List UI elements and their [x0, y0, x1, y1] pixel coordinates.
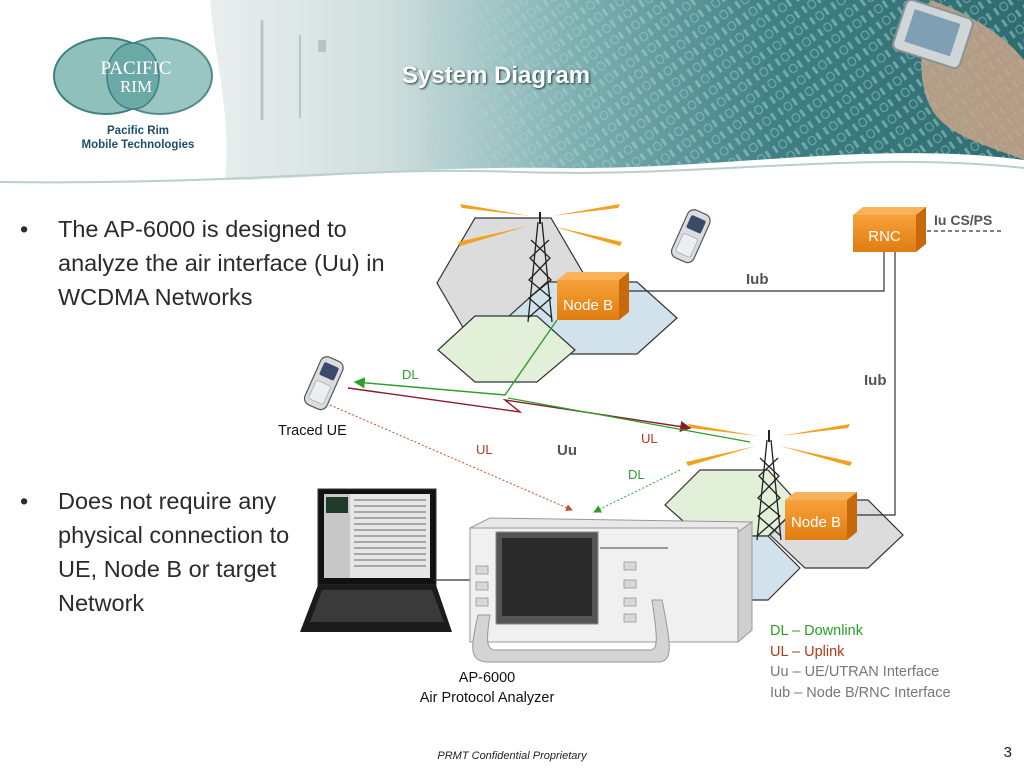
radio-waves-icon — [458, 204, 622, 246]
iub-label-top: Iub — [746, 271, 769, 288]
dl-label-bottom: DL — [628, 467, 645, 482]
ul-label-right: UL — [641, 431, 658, 446]
antenna-tower-icon — [756, 430, 782, 541]
page-number: 3 — [1003, 744, 1012, 761]
legend-iub: Iub – Node B/RNC Interface — [770, 685, 951, 701]
radio-waves-icon — [686, 424, 852, 466]
rnc-label: RNC — [868, 228, 901, 245]
header-banner — [0, 0, 1024, 184]
footer-text: PRMT Confidential Proprietary — [437, 750, 587, 762]
antenna-tower-icon — [527, 212, 553, 323]
logo-text-rim: RIM — [120, 77, 152, 96]
bullet-dot-icon: • — [20, 216, 29, 242]
uu-label: Uu — [557, 442, 577, 459]
dl-link — [353, 319, 558, 396]
company-name-line1: Pacific Rim — [107, 125, 169, 137]
ul-label-left: UL — [476, 442, 493, 457]
analyzer-caption-line2: Air Protocol Analyzer — [419, 690, 555, 706]
node-b-bottom-label: Node B — [790, 514, 842, 531]
phone-icon — [670, 209, 711, 264]
legend-dl: DL – Downlink — [770, 623, 863, 639]
bullet-text: Does not require any physical connection… — [58, 488, 290, 616]
node-b-top — [557, 272, 629, 320]
dl-label-top: DL — [402, 367, 419, 382]
pda-hand-icon — [892, 0, 1024, 160]
cell-hex — [437, 315, 576, 383]
analyzer-caption: AP-6000 Air Protocol Analyzer — [380, 668, 594, 708]
iub-link — [629, 252, 896, 516]
logo-text-pacific: PACIFIC — [100, 58, 171, 79]
iu-cs-ps-label: Iu CS/PS — [934, 212, 993, 228]
company-name: Pacific Rim Mobile Technologies — [62, 124, 214, 152]
traced-ue-label: Traced UE — [278, 423, 347, 439]
traced-ue-phone-icon — [303, 356, 344, 411]
analyzer-device-icon — [469, 517, 754, 663]
analyzer-caption-line1: AP-6000 — [458, 670, 516, 686]
rnc-node — [853, 207, 926, 252]
tower-silhouette-icon — [260, 20, 326, 120]
bullet-dot-icon: • — [20, 488, 29, 514]
node-b-top-label: Node B — [562, 297, 614, 314]
bullet-text: The AP-6000 is designed to analyze the a… — [58, 216, 385, 310]
radio-links — [329, 319, 751, 513]
node-b-bottom — [785, 492, 857, 540]
laptop-icon — [300, 488, 452, 632]
dl-link-bottom — [507, 397, 751, 443]
legend-ul: UL – Uplink — [770, 644, 845, 660]
company-logo: PACIFIC RIM — [53, 37, 213, 115]
legend-uu: Uu – UE/UTRAN Interface — [770, 664, 940, 680]
iub-label-right: Iub — [864, 372, 887, 389]
slide-title: System Diagram — [402, 62, 591, 89]
company-name-line2: Mobile Technologies — [81, 139, 195, 151]
